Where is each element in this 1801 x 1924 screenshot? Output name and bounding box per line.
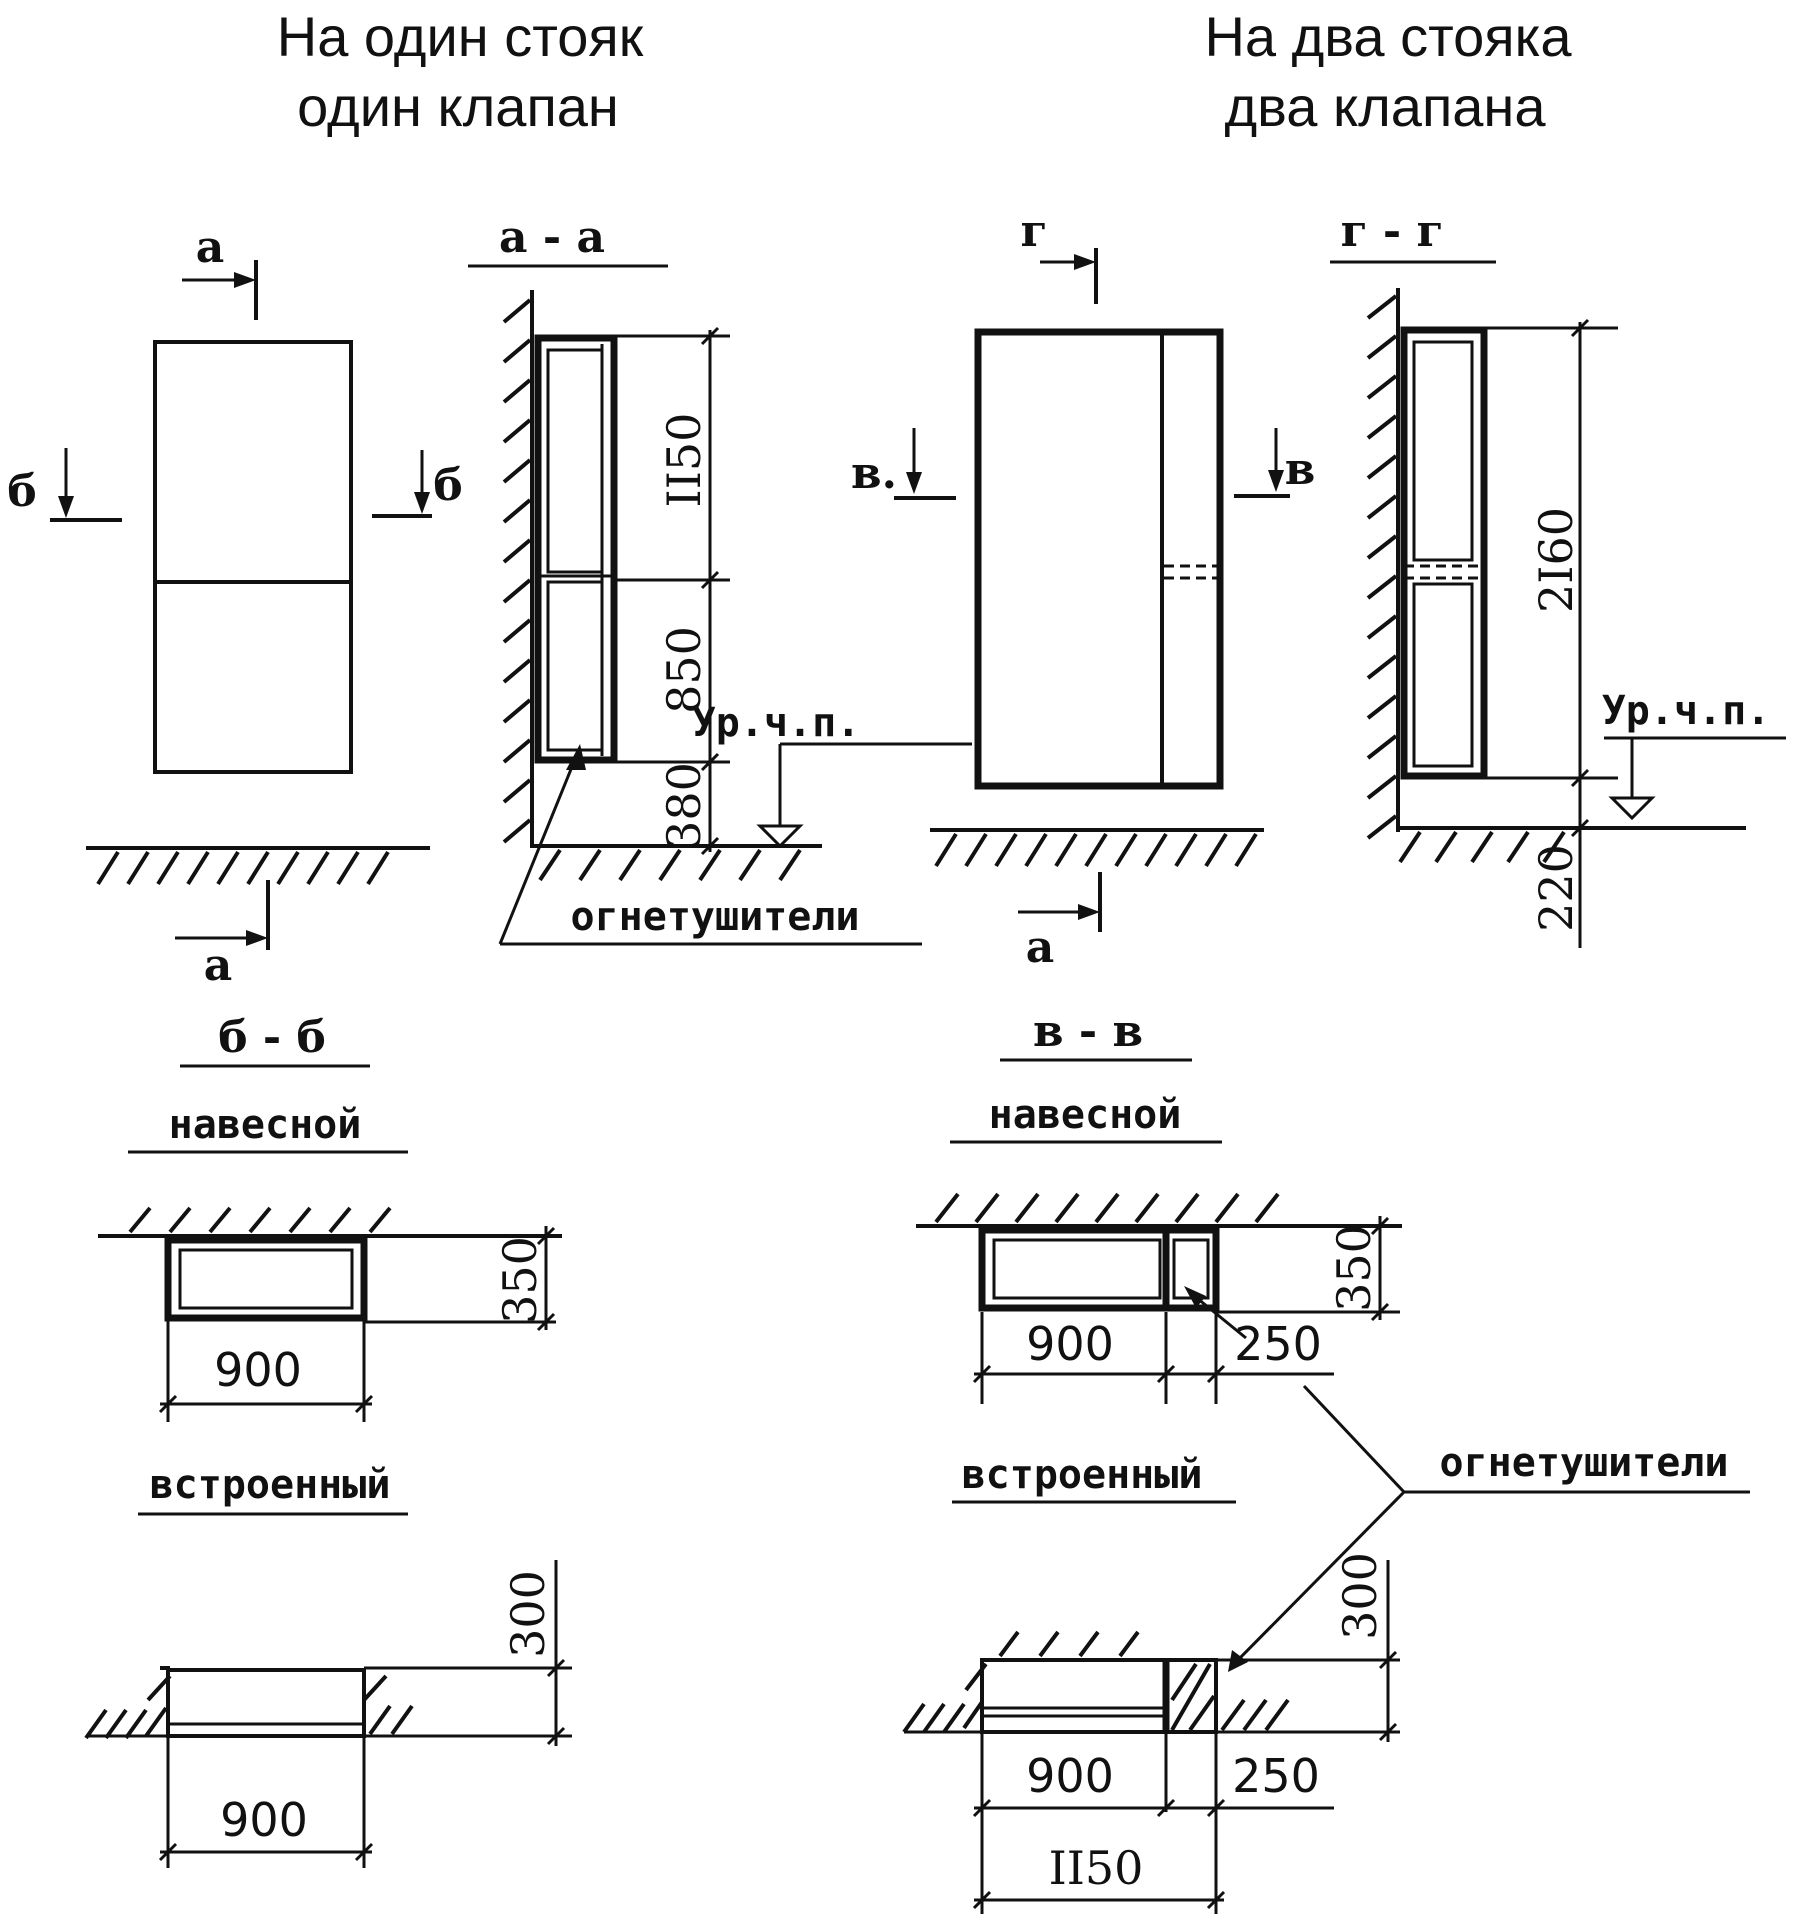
- dim-900-right-built-in: 900: [1026, 1749, 1114, 1803]
- wall-mounted-label-right: навесной: [989, 1092, 1182, 1138]
- front-view-double: г а в. в: [851, 206, 1315, 973]
- title-right-line1: На два стояка: [1204, 5, 1572, 68]
- wall-hatch-v-mounted: [934, 1192, 1280, 1224]
- cut-marker-b-left: б: [7, 448, 122, 522]
- dim-250-right-built-in: 250: [1232, 1749, 1320, 1803]
- cut-letter-b-left: б: [7, 466, 36, 517]
- extinguishers-label-right: огнетушители: [1440, 1440, 1729, 1486]
- cut-marker-a-top: а: [182, 222, 258, 320]
- cut-letter-b-right: б: [433, 460, 462, 511]
- title-right-line2: два клапана: [1225, 75, 1547, 138]
- cut-marker-b-right: б: [372, 450, 463, 518]
- cabinet-section-double: [1400, 326, 1488, 780]
- cabinet-plan-built-in-double: [980, 1658, 1218, 1734]
- floor-level-label-g-g: Ур.ч.п.: [1602, 688, 1771, 734]
- cut-marker-v-right: в: [1234, 428, 1316, 498]
- dim-300-left: 300: [501, 1570, 555, 1658]
- title-left-line2: один клапан: [297, 75, 619, 138]
- cabinet-outline: [153, 340, 353, 774]
- dim-220: 220: [1529, 844, 1583, 932]
- dim-350-right: 350: [1327, 1224, 1381, 1312]
- section-title-b-b: б - б: [218, 1012, 326, 1063]
- dim-350-left: 350: [493, 1236, 547, 1324]
- section-v-v: в - в навесной 350: [902, 1006, 1750, 1914]
- cut-marker-a-bottom-double: а: [1018, 872, 1102, 973]
- wall-hatch-g-g: [1366, 294, 1398, 840]
- cut-letter-a-bottom: а: [204, 940, 233, 991]
- level-triangle-a-a: [756, 824, 804, 849]
- dim-300-right: 300: [1333, 1552, 1387, 1640]
- cut-letter-g-top: г: [1021, 206, 1048, 257]
- section-title-g-g: г - г: [1341, 206, 1444, 257]
- cabinet-plan-built-in: [166, 1668, 366, 1738]
- section-title-a-a: а - а: [499, 212, 605, 263]
- dim-250-right-mounted: 250: [1234, 1317, 1322, 1371]
- title-left-line1: На один стояк: [277, 5, 644, 68]
- section-title-v-v: в - в: [1033, 1006, 1143, 1057]
- wall-hatch-v-built-in: [902, 1630, 1290, 1734]
- floor-hatch-a-a: [538, 848, 802, 882]
- section-a-a: а - а: [468, 212, 972, 946]
- dim-1150-total: II50: [1049, 1841, 1144, 1895]
- wall-hatch-b-built-in: [84, 1674, 414, 1740]
- section-g-g: г - г: [1330, 206, 1786, 948]
- cut-marker-g-top: г: [1021, 206, 1098, 304]
- floor-hatch-front-single: [86, 846, 430, 886]
- dim-900-left-mounted: 900: [214, 1343, 302, 1397]
- section-b-b: б - б навесной 350 900 встроенный: [84, 1012, 572, 1868]
- dim-2160: 2I60: [1529, 507, 1583, 613]
- floor-hatch-g-g: [1398, 830, 1566, 864]
- built-in-label-left: встроенный: [150, 1462, 391, 1508]
- cut-marker-a-bottom: а: [175, 880, 270, 991]
- cut-letter-v-left: в.: [851, 448, 897, 499]
- wall-hatch-a-a: [502, 298, 532, 844]
- cut-marker-v-left: в.: [851, 428, 956, 500]
- dim-900-left-built-in: 900: [220, 1793, 308, 1847]
- dim-900-right-mounted: 900: [1026, 1317, 1114, 1371]
- level-triangle-g-g: [1608, 796, 1656, 821]
- floor-level-label-a-a: Ур.ч.п.: [692, 700, 861, 746]
- front-view-single: а а б б: [7, 222, 462, 991]
- cabinet-outline-double: [974, 328, 1224, 790]
- wall-mounted-label-left: навесной: [169, 1102, 362, 1148]
- cabinet-plan-mounted: [164, 1236, 368, 1322]
- wall-hatch-b-mounted: [128, 1206, 392, 1234]
- cut-letter-v-right: в: [1285, 444, 1316, 495]
- cabinet-plan-mounted-double: [978, 1226, 1220, 1312]
- dim-850: 850: [657, 626, 711, 714]
- cut-letter-a-bottom-double: а: [1026, 922, 1055, 973]
- cut-letter-a-top: а: [196, 222, 225, 273]
- floor-hatch-front-double: [930, 828, 1264, 868]
- built-in-label-right: встроенный: [962, 1452, 1203, 1498]
- dim-1150-a-a: II50: [657, 413, 711, 508]
- extinguishers-label-a-a: огнетушители: [571, 894, 860, 940]
- dim-380: 380: [657, 762, 711, 850]
